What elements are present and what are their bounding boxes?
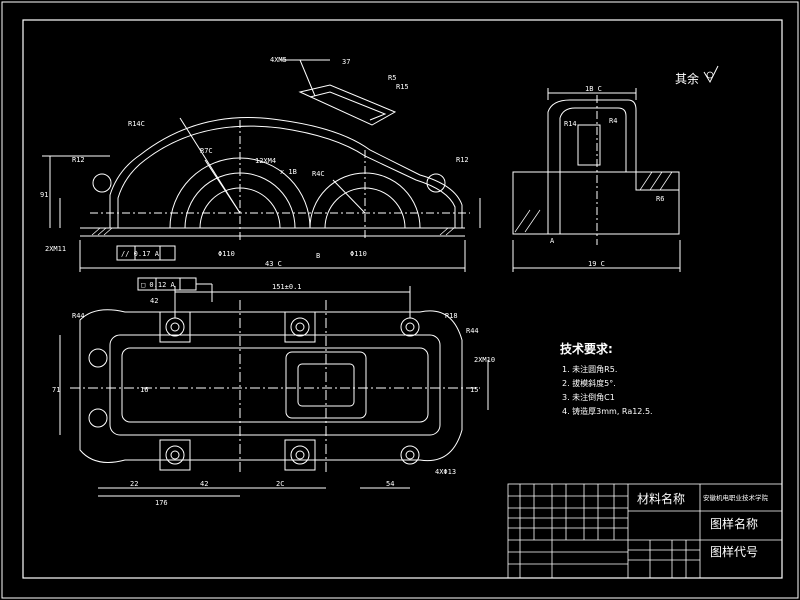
dim-37: 37 bbox=[342, 58, 350, 66]
dim-flatness: □ 0.12 A bbox=[141, 281, 176, 289]
dim-r70: R7C bbox=[200, 147, 213, 155]
dim-depth: x 1B bbox=[280, 168, 297, 176]
surface-finish-circle bbox=[706, 71, 714, 79]
dim-r14: R14 bbox=[564, 120, 577, 128]
school-name: 安徽机电职业技术学院 bbox=[703, 493, 769, 502]
front-view bbox=[42, 59, 481, 272]
dim-thread-mid: 12XM4 bbox=[255, 157, 276, 165]
tech-requirements: 技术要求: 1. 未注圆角R5. 2. 拔模斜度5°. 3. 未注倒角C1 4.… bbox=[560, 341, 653, 416]
title-block bbox=[507, 483, 783, 579]
material-name: 材料名称 bbox=[637, 491, 685, 506]
inner-border bbox=[22, 19, 783, 579]
tech-req-item: 1. 未注圆角R5. bbox=[562, 364, 617, 374]
dim-r15: R15 bbox=[396, 83, 409, 91]
dim-r12-right: R12 bbox=[456, 156, 469, 164]
datum-b: B bbox=[316, 252, 320, 260]
side-view-labels: 1B C 19 C R14 R4 R6 A bbox=[550, 85, 664, 268]
side-view bbox=[512, 88, 681, 272]
dim-42: 42 bbox=[200, 480, 208, 488]
front-view-labels: 43 C R14C R7C R4C R12 R12 4XM5 12XM4 x 1… bbox=[40, 56, 469, 268]
dim-r18: R18 bbox=[445, 312, 458, 320]
surface-finish-icon bbox=[703, 65, 719, 84]
dim-16: 16 bbox=[140, 386, 148, 394]
dim-r5: R5 bbox=[388, 74, 396, 82]
dim-42-top: 42 bbox=[150, 297, 158, 305]
dim-r140: R14C bbox=[128, 120, 145, 128]
dim-71: 71 bbox=[52, 386, 60, 394]
dim-r12-left: R12 bbox=[72, 156, 85, 164]
dim-r4: R4 bbox=[609, 117, 617, 125]
top-view-labels: 151±0.1 □ 0.12 A 42 R44 R44 R18 2XM10 4X… bbox=[52, 281, 495, 507]
dim-bore-left: Φ110 bbox=[218, 250, 235, 258]
top-view bbox=[59, 277, 489, 497]
surface-finish-note: 其余 bbox=[675, 71, 699, 86]
dim-hole-right: 2XM10 bbox=[474, 356, 495, 364]
dim-r6: R6 bbox=[656, 195, 664, 203]
title-block-text: 材料名称 安徽机电职业技术学院 图样名称 图样代号 bbox=[637, 491, 769, 559]
dim-22: 22 bbox=[130, 480, 138, 488]
dim-hole-left: 2XM11 bbox=[45, 245, 66, 253]
tech-req-item: 3. 未注倒角C1 bbox=[562, 392, 615, 402]
dim-15: 15 bbox=[470, 386, 478, 394]
dim-54: 54 bbox=[386, 480, 394, 488]
tech-req-item: 4. 铸造厚3mm, Ra12.5. bbox=[562, 406, 653, 416]
dim-top-width: 1B C bbox=[585, 85, 602, 93]
dim-91: 91 bbox=[40, 191, 48, 199]
dim-side-overall: 19 C bbox=[588, 260, 605, 268]
dim-thread-top: 4XM5 bbox=[270, 56, 287, 64]
dim-bore-right: Φ110 bbox=[350, 250, 367, 258]
tech-req-item: 2. 拔模斜度5°. bbox=[562, 378, 616, 388]
dim-overall-width: 43 C bbox=[265, 260, 282, 268]
drawing-name: 图样名称 bbox=[710, 516, 758, 531]
dim-tol-box: // 0.17 A bbox=[121, 250, 160, 258]
dim-r44-right: R44 bbox=[466, 327, 479, 335]
datum-a-side: A bbox=[550, 237, 555, 245]
drawing-code: 图样代号 bbox=[710, 544, 758, 559]
tech-req-title: 技术要求: bbox=[560, 341, 613, 356]
dim-r40: R4C bbox=[312, 170, 325, 178]
dim-r44-left: R44 bbox=[72, 312, 85, 320]
dim-hole-bottom: 4XΦ13 bbox=[435, 468, 456, 476]
dim-176: 176 bbox=[155, 499, 168, 507]
dim-overall-top: 151±0.1 bbox=[272, 283, 302, 291]
dim-2c: 2C bbox=[276, 480, 284, 488]
